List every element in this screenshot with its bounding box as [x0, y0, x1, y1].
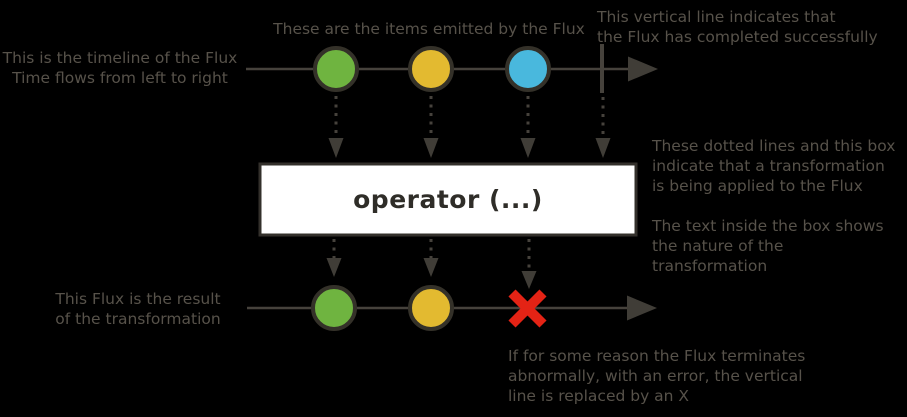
- result-timeline-arrowhead-icon: [627, 295, 657, 321]
- error-note: If for some reason the Flux terminates a…: [508, 347, 806, 405]
- error-x-stroke: [508, 289, 547, 328]
- emitted-item-circle: [505, 46, 551, 92]
- operator-label: operator (...): [353, 185, 543, 214]
- complete-note: This vertical line indicates that the Fl…: [597, 8, 878, 46]
- items-note: These are the items emitted by the Flux: [273, 20, 585, 38]
- down-arrowhead-icon: [520, 138, 536, 158]
- result-note: This Flux is the result of the transform…: [55, 290, 221, 328]
- emitted-item-circle: [313, 46, 359, 92]
- down-arrowhead-icon: [326, 258, 342, 277]
- down-arrowhead-icon: [423, 138, 439, 158]
- error-x-icon: [508, 289, 547, 328]
- down-arrowhead-icon: [595, 138, 611, 158]
- down-arrowhead-icon: [521, 271, 537, 289]
- operator-box: [258, 162, 638, 237]
- down-arrowhead-icon: [423, 258, 439, 277]
- transform-note: These dotted lines and this box indicate…: [652, 137, 896, 275]
- emitted-item-circle: [408, 46, 454, 92]
- emitted-item-circle: [311, 285, 357, 331]
- source-timeline-arrowhead-icon: [628, 56, 658, 82]
- down-arrowhead-icon: [328, 138, 344, 158]
- emitted-item-circle: [408, 285, 454, 331]
- timeline-note: This is the timeline of the Flux Time fl…: [2, 49, 238, 87]
